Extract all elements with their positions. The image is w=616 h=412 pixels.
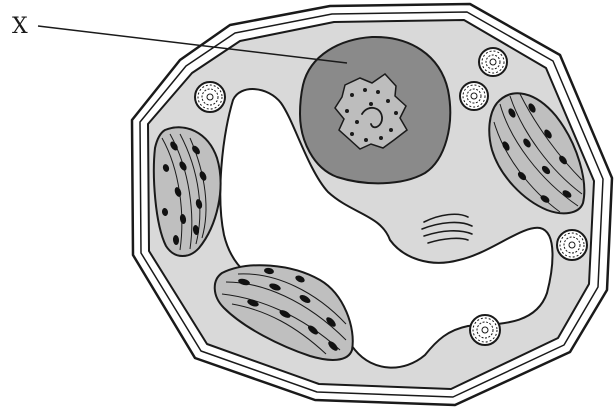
label-x: X — [12, 14, 28, 39]
mitochondrion-right — [460, 82, 488, 110]
mitochondrion-left — [195, 82, 225, 112]
mitochondrion-top-right — [479, 48, 507, 76]
mitochondrion-lower-right — [557, 230, 587, 260]
mitochondrion-bottom — [470, 315, 500, 345]
